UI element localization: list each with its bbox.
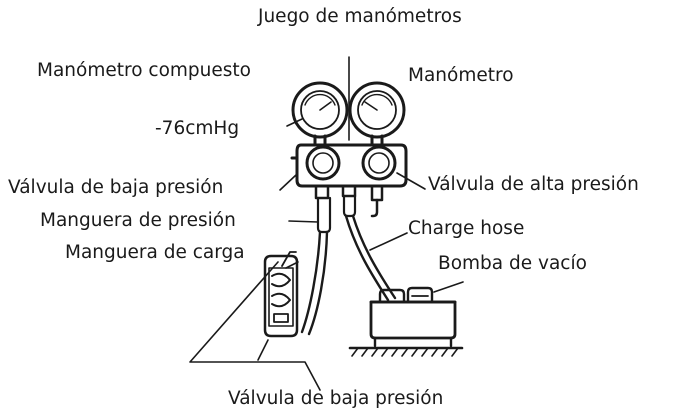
charge-hose-leader [369, 232, 408, 251]
high-valve-label: Válvula de alta presión [428, 174, 639, 195]
outdoor-unit-port-icon [263, 251, 299, 338]
charge-hose-label: Charge hose [408, 218, 525, 239]
charging-hose-label: Manguera de carga [65, 242, 245, 263]
low-valve-label: Válvula de baja presión [8, 177, 224, 198]
vacuum-pump-icon [348, 286, 464, 357]
pressure-hose-leader [288, 220, 319, 223]
vacuum-reading-leader [286, 118, 303, 127]
pressure-gauge-label: Manómetro [408, 65, 514, 86]
vacuum-pump-leader [433, 281, 464, 293]
compound-gauge-label: Manómetro compuesto [37, 60, 251, 81]
charging-hose-leader [257, 339, 269, 361]
vacuum-pump-label: Bomba de vacío [438, 253, 587, 274]
manifold-icon [290, 143, 408, 218]
pressure-gauge-icon [348, 81, 406, 148]
pressure-hose-label: Manguera de presión [40, 210, 236, 231]
high-valve-leader [396, 172, 426, 190]
compound-gauge-icon [291, 81, 349, 148]
vacuum-reading-label: -76cmHg [155, 118, 240, 139]
low-valve-bottom-leader [189, 261, 321, 391]
leader-lines [189, 118, 464, 391]
low-valve-bottom-label: Válvula de baja presión [228, 388, 444, 409]
low-valve-leader [279, 174, 297, 191]
gauge-set-label: Juego de manómetros [258, 6, 462, 27]
